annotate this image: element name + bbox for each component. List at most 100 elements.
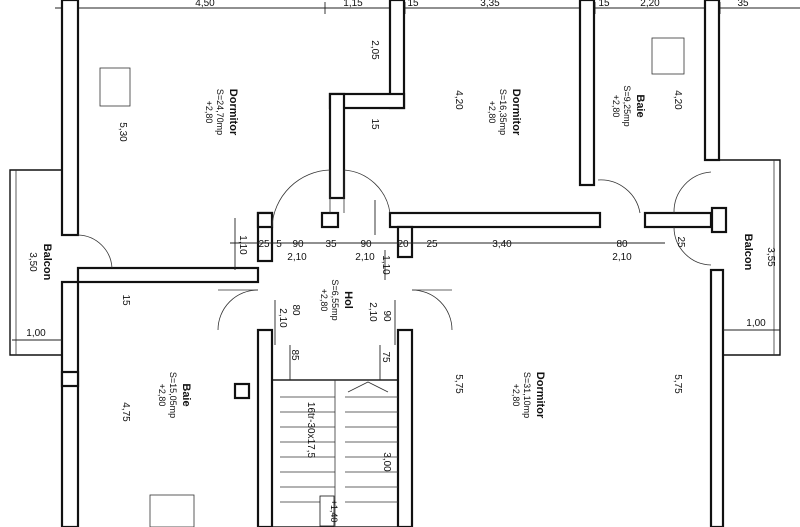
- room-area: S=24,70mp: [215, 89, 225, 135]
- dim-4-20-b: 4,20: [672, 90, 683, 110]
- room-dormitor-3: Dormitor S=31,10mp +2,80: [511, 372, 546, 419]
- column-1: [256, 211, 274, 229]
- wall-hol-right-upper: [396, 225, 414, 259]
- fixture-dormitor1: [99, 67, 131, 107]
- dim-2-10-a: 2,10: [287, 252, 307, 263]
- room-area: S=9,25mp: [622, 85, 632, 126]
- dim-4-50: 4,50: [195, 0, 215, 9]
- wall-baie-left: [578, 0, 596, 187]
- dim-90-c: 90: [381, 310, 392, 322]
- dim-75: 75: [380, 351, 391, 363]
- dim-1-00-a: 1,00: [26, 328, 46, 339]
- room-level: +2,80: [511, 384, 521, 407]
- room-name: Dormitor: [227, 89, 239, 136]
- dim-25-b: 25: [426, 239, 438, 250]
- wall-baie2-top: [76, 266, 260, 284]
- wall-left-lower: [60, 280, 80, 527]
- column-2: [320, 211, 340, 229]
- balcony-left: [9, 169, 62, 356]
- wall-hol-left-lower: [256, 328, 274, 527]
- dimension-lines: [230, 200, 665, 380]
- wall-right-horizontal: [643, 211, 713, 229]
- fixture-baie2: [149, 494, 195, 527]
- room-dormitor-2: Dormitor S=16,35mp +2,80: [487, 89, 522, 136]
- dim-90-a: 90: [292, 239, 304, 250]
- dim-3-50: 3,50: [27, 252, 38, 272]
- room-balcon-right: Balcon: [742, 234, 754, 271]
- room-dormitor-1: Dormitor S=24,70mp +2,80: [204, 89, 239, 136]
- dim-2-20: 2,20: [640, 0, 660, 9]
- room-balcon-left: Balcon: [41, 244, 53, 281]
- dim-5-75-a: 5,75: [453, 374, 464, 394]
- wall-hol-right-lower: [396, 328, 414, 527]
- dim-4-75: 4,75: [120, 402, 131, 422]
- dim-15-mid: 15: [369, 118, 380, 130]
- dim-1-10-b: 1,10: [380, 255, 391, 275]
- room-area: S=16,35mp: [498, 89, 508, 135]
- dim-25-c: 25: [675, 236, 686, 248]
- wall-right-upper: [703, 0, 721, 162]
- dim-1-10: 1,10: [237, 235, 248, 255]
- dim-1-15: 1,15: [343, 0, 363, 9]
- room-level: +2,80: [487, 101, 497, 124]
- dim-3-40: 3,40: [492, 239, 512, 250]
- dim-5-75-b: 5,75: [672, 374, 683, 394]
- room-level: +2,80: [319, 289, 329, 312]
- dim-2-10-b: 2,10: [355, 252, 375, 263]
- doors: [77, 169, 712, 331]
- dim-15-top: 15: [407, 0, 419, 9]
- room-baie-1: Baie S=9,25mp +2,80: [611, 85, 646, 126]
- stair-label: 16tr-30x17,5: [305, 402, 316, 459]
- stair-level-box: [319, 495, 335, 527]
- fixture-baie1: [651, 37, 685, 75]
- column-5: [233, 382, 251, 400]
- dim-5-30: 5,30: [117, 122, 128, 142]
- dim-5: 5: [276, 239, 282, 250]
- room-name: Dormitor: [510, 89, 522, 136]
- dim-2-05: 2,05: [369, 40, 380, 60]
- dim-15-top2: 15: [598, 0, 610, 9]
- wall-mid-horizontal: [388, 211, 602, 229]
- room-area: S=15,05mp: [168, 372, 178, 418]
- dim-25-a: 25: [258, 239, 270, 250]
- room-level: +2,80: [204, 101, 214, 124]
- wall-left-upper: [60, 0, 80, 237]
- wall-partition-top: [388, 0, 406, 110]
- walls: [60, 0, 728, 527]
- dim-35-top: 35: [737, 0, 749, 9]
- dim-15-left: 15: [120, 294, 131, 306]
- dim-3-35: 3,35: [480, 0, 500, 9]
- dim-35-mid: 35: [325, 239, 337, 250]
- room-name: Baie: [180, 383, 192, 406]
- room-name: Dormitor: [534, 372, 546, 419]
- room-area: S=6,55mp: [330, 279, 340, 320]
- room-area: S=31,10mp: [522, 372, 532, 418]
- dim-20: 20: [397, 239, 409, 250]
- dim-2-10-d: 2,10: [277, 308, 288, 328]
- room-name: Baie: [634, 94, 646, 117]
- stair-level: +1,40: [329, 500, 339, 523]
- column-3: [710, 206, 728, 234]
- stairs: [271, 379, 399, 527]
- room-level: +2,80: [611, 95, 621, 118]
- dim-3-55: 3,55: [765, 247, 776, 267]
- dim-1-00-b: 1,00: [746, 318, 766, 329]
- room-hol: Hol S=6,55mp +2,80: [319, 279, 354, 320]
- dim-90-b: 90: [360, 239, 372, 250]
- room-name: Hol: [342, 291, 354, 309]
- room-level: +2,80: [157, 384, 167, 407]
- top-dimension-line: [55, 2, 800, 14]
- column-4: [60, 370, 80, 388]
- dim-4-20-a: 4,20: [453, 90, 464, 110]
- wall-right-lower: [709, 268, 725, 527]
- dim-85: 85: [289, 349, 300, 361]
- dim-3-00: 3,00: [381, 452, 392, 472]
- wall-partition-vertical: [328, 92, 346, 200]
- balcony-right: [719, 159, 781, 356]
- dim-2-10-c: 2,10: [612, 252, 632, 263]
- dim-80-a: 80: [616, 239, 628, 250]
- dim-2-10-e: 2,10: [367, 302, 378, 322]
- room-baie-2: Baie S=15,05mp +2,80: [157, 372, 192, 418]
- dim-80-b: 80: [290, 304, 301, 316]
